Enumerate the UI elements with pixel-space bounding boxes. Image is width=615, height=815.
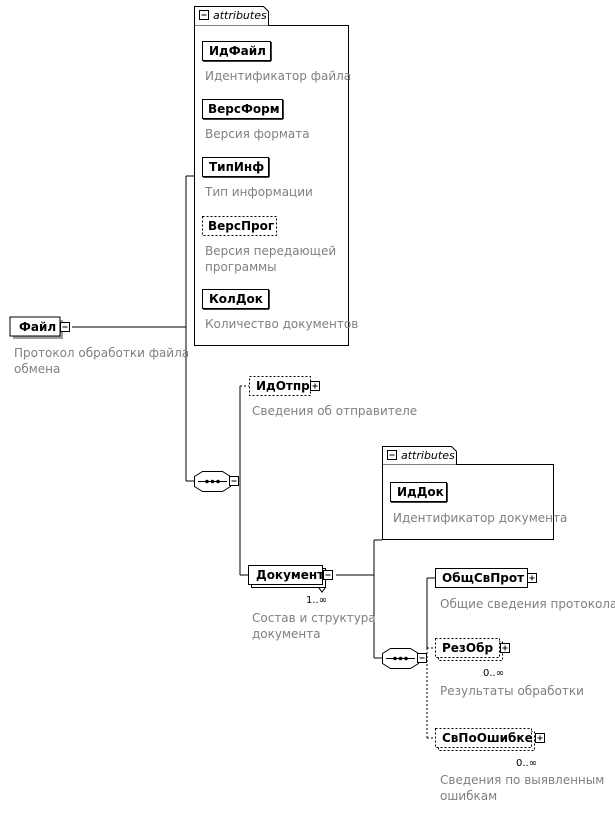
connector-lines [72,175,435,659]
attribute-name: ВерсФорм [208,102,280,116]
attribute-name: КолДок [209,292,263,306]
expand-icon[interactable] [310,381,320,391]
element-dokument[interactable]: Документ [248,565,333,593]
element-box [435,728,532,748]
attribute-description: Версия формата [205,127,310,141]
attribute-description: Количество документов [205,317,358,331]
expand-icon[interactable] [527,573,537,583]
element-name: СвПоОшибке [442,731,533,745]
occurrence-label: 0..∞ [516,758,537,769]
element-rezobr[interactable]: РезОбр [435,638,510,661]
expand-icon[interactable] [500,643,510,653]
attribute-name: ВерсПрог [208,219,274,233]
attribute-description: Идентификатор документа [393,511,567,525]
element-description: Сведения по выявленным [440,773,604,787]
attribute-versprog[interactable]: ВерсПрог [202,216,277,236]
collapse-icon[interactable] [323,570,333,580]
element-description: Сведения об отправителе [252,404,417,418]
attribute-description: Идентификатор файла [205,69,351,83]
element-description: Результаты обработки [440,684,584,698]
attribute-description: Тип информации [204,185,313,199]
occurrence-label: 0..∞ [483,668,504,679]
attributes-group-2: attributes ИдДок Идентификатор документа [382,446,567,540]
attribute-versform[interactable]: ВерсФорм [202,99,284,120]
element-name: РезОбр [442,641,493,655]
attribute-description: программы [205,260,277,274]
element-description: Общие сведения протокола [440,597,615,611]
element-description: документа [252,627,321,641]
attribute-iddok[interactable]: ИдДок [390,482,448,503]
element-root[interactable]: Файл [9,316,70,339]
attribute-box [202,216,277,236]
element-description: Протокол обработки файла [14,346,189,360]
sequence-compositor-1[interactable] [194,471,239,492]
element-description: обмена [14,362,60,376]
element-description: ошибкам [440,789,497,803]
collapse-icon[interactable] [229,476,239,486]
collapse-icon[interactable] [417,653,427,663]
collapse-icon[interactable] [199,10,209,20]
expand-icon[interactable] [535,733,545,743]
element-name: ОбщСвПрот [442,571,524,585]
element-name: ИдОтпр [256,379,310,393]
attribute-name: ИдДок [397,485,444,499]
element-name: Документ [256,568,324,582]
occurrence-label: 1..∞ [306,595,327,606]
attribute-tipinf[interactable]: ТипИнф [202,157,270,178]
element-obshsvprot[interactable]: ОбщСвПрот [435,568,537,588]
optional-connector-lines [240,385,435,739]
content-chevron [318,587,326,593]
element-box [249,376,311,396]
element-idotpr[interactable]: ИдОтпр [249,376,320,396]
element-name: Файл [19,320,56,334]
attributes-title: attributes [213,9,267,22]
collapse-icon[interactable] [387,450,397,460]
attribute-name: ТипИнф [209,160,264,174]
attribute-name: ИдФайл [209,44,266,58]
attribute-idfile[interactable]: ИдФайл [202,41,272,62]
element-svpooshibke[interactable]: СвПоОшибке [435,728,545,751]
element-description: Состав и структура [252,611,376,625]
element-box [248,565,323,585]
sequence-compositor-2[interactable] [382,648,427,669]
collapse-icon[interactable] [60,322,70,332]
attribute-description: Версия передающей [205,244,336,258]
attribute-koldok[interactable]: КолДок [202,289,270,310]
attributes-title: attributes [401,449,455,462]
attributes-group-1: attributes ИдФайл Идентификатор файла Ве… [194,6,358,346]
element-box [435,638,500,658]
attributes-tab [194,6,269,26]
attributes-tab [382,446,457,465]
